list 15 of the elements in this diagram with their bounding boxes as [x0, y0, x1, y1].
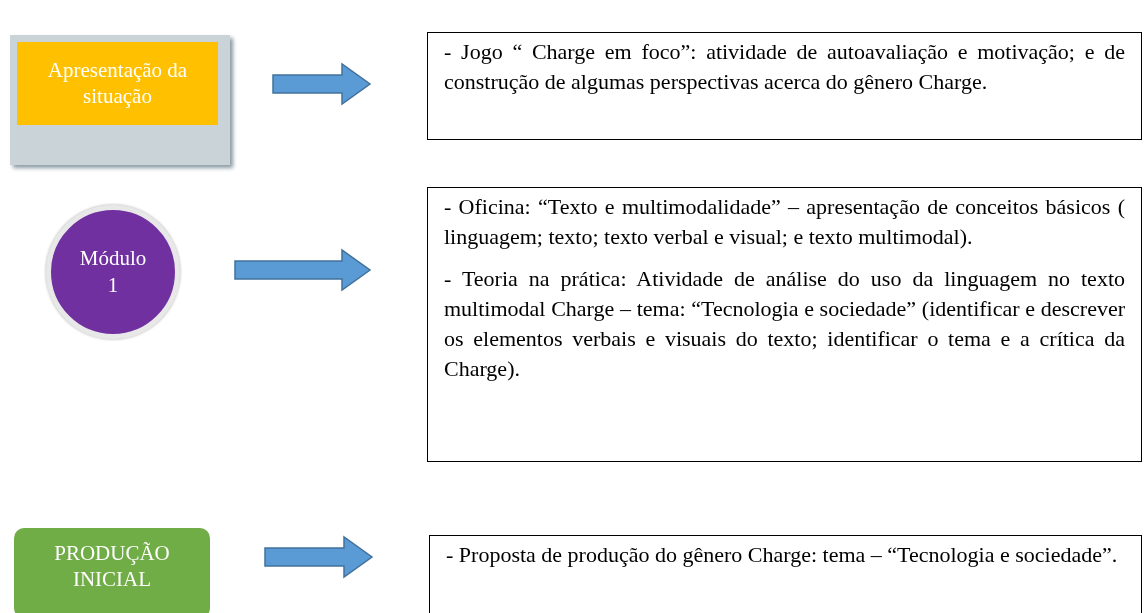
- stage-box: [17, 42, 218, 125]
- stage-label: PRODUÇÃO INICIAL: [53, 540, 171, 593]
- text-box: [429, 535, 1142, 613]
- module-label: Módulo 1: [78, 244, 148, 299]
- text-box: [427, 32, 1142, 140]
- description-text: - Jogo “ Charge em foco”: atividade de autoavaliação e motivação; e de construção de algumas perspectivas acerca do gênero Charge.: [444, 38, 1125, 96]
- block-arrow: [264, 535, 374, 579]
- description-text: - Teoria na prática: Atividade de análise do uso da linguagem no texto multimodal Charge – tema: “Tecnologia e sociedade” (identificar e descrever os elementos verbais e visuais do texto; identificar o tema e a crítica da Charge).: [444, 265, 1125, 383]
- block-arrow: [272, 62, 372, 106]
- stage-box: [14, 528, 210, 613]
- text-box: [427, 187, 1142, 462]
- description-text: - Proposta de produção do gênero Charge: tema – “Tecnologia e sociedade”.: [446, 541, 1119, 569]
- description-text: - Oficina: “Texto e multimodalidade” – apresentação de conceitos básicos ( linguagem; texto; texto verbal e visual; e texto multimodal).: [444, 193, 1125, 251]
- block-arrow: [234, 248, 372, 292]
- stage-label: Apresentação da situação: [46, 58, 189, 109]
